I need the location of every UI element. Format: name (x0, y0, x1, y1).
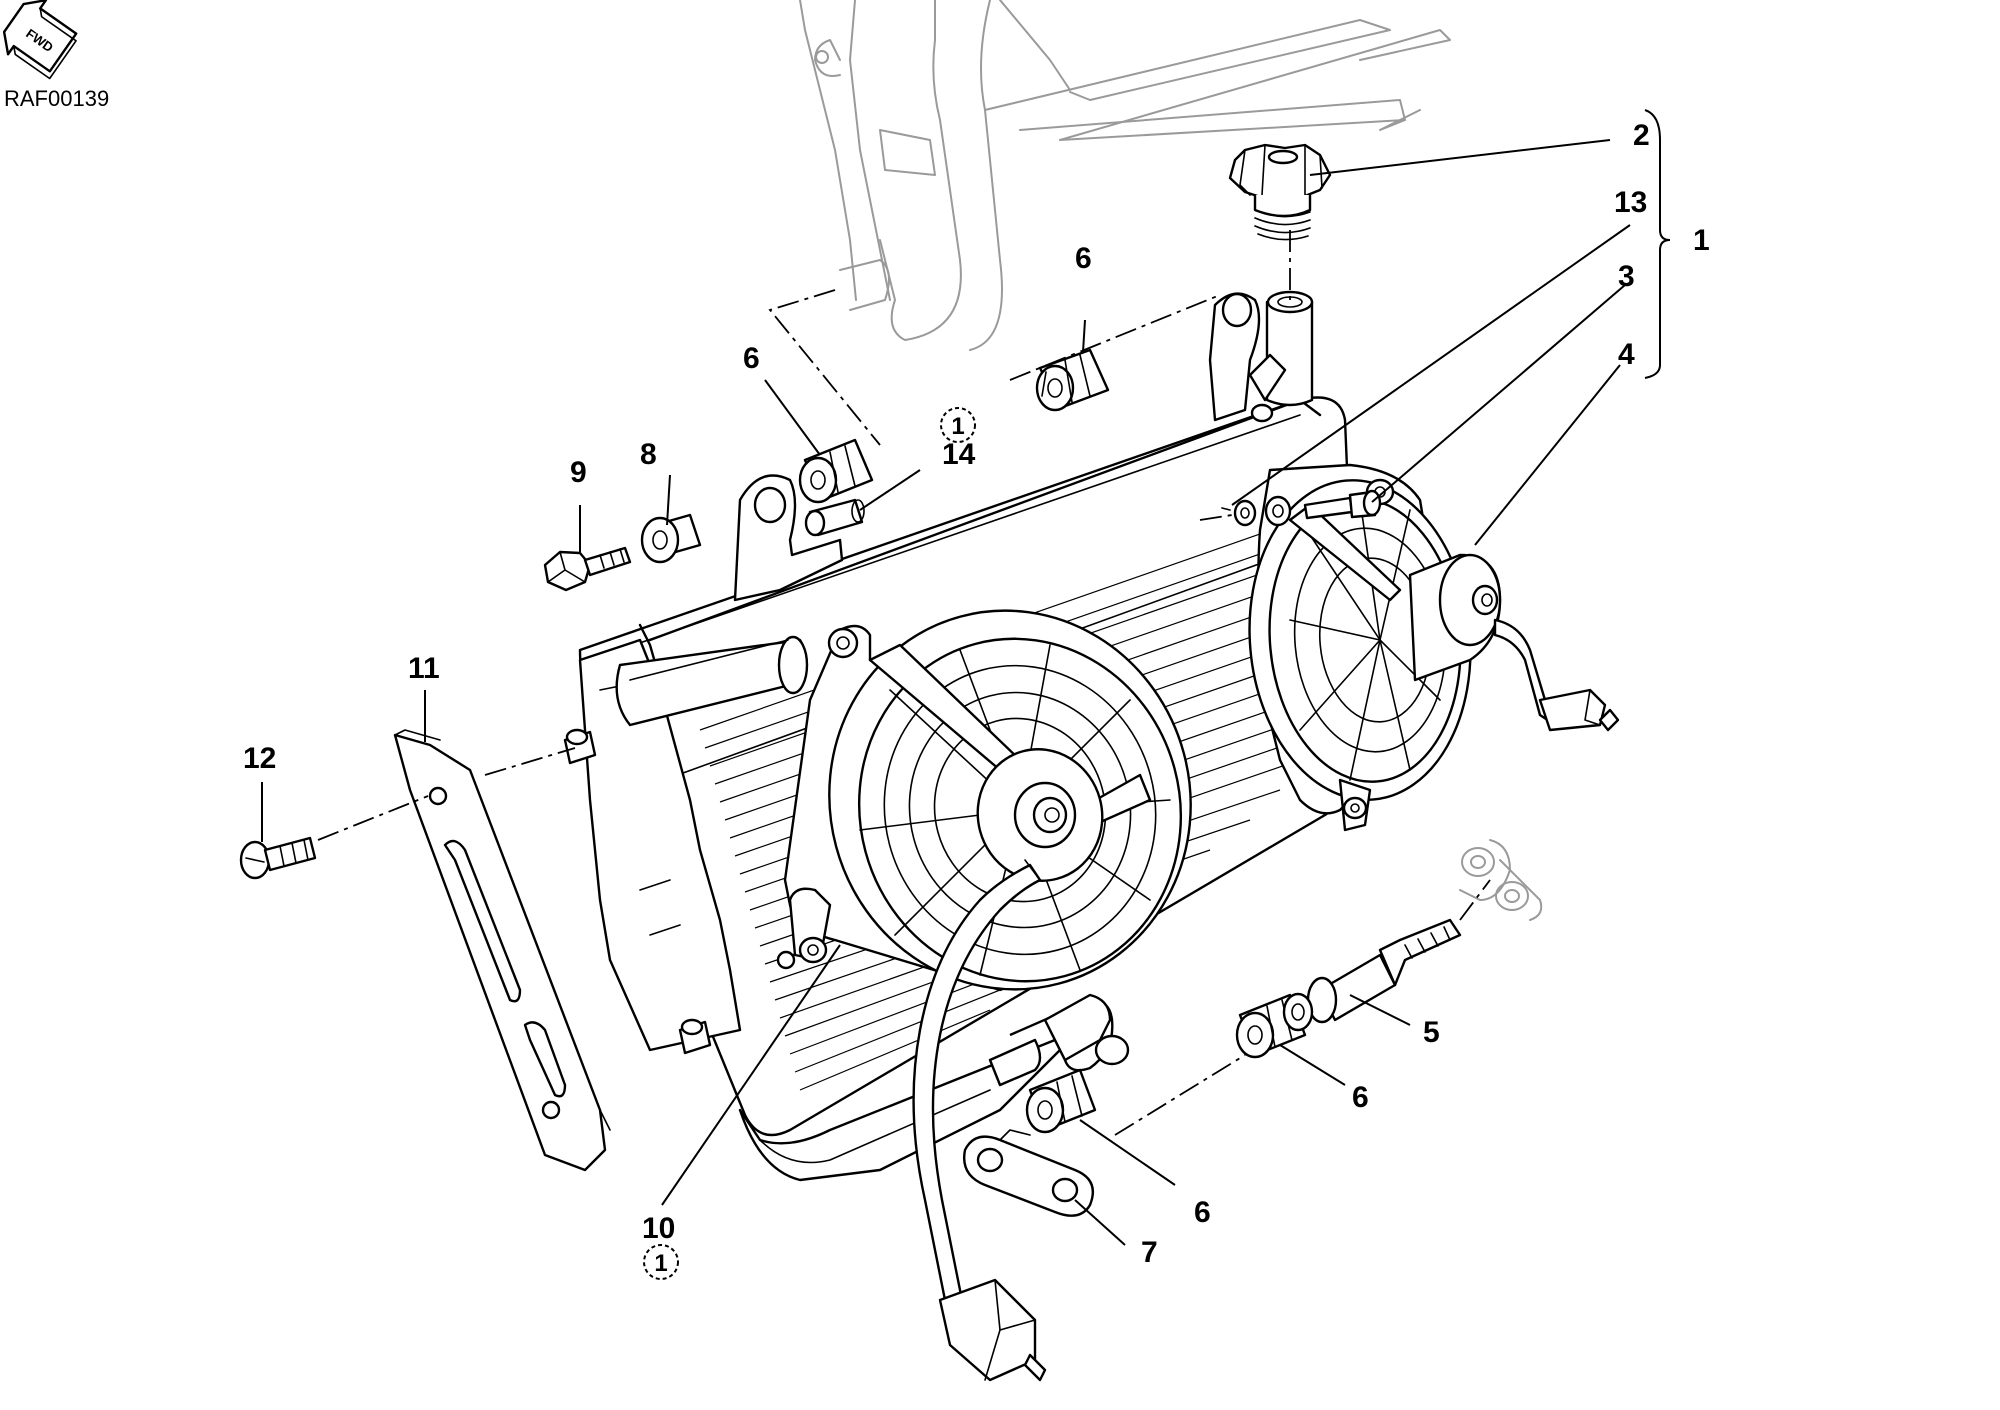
assembly-lines (317, 230, 1491, 1136)
radiator-cap (1228, 143, 1332, 241)
callout-7: 7 (1141, 1236, 1158, 1269)
callout-14: 14 (942, 438, 976, 471)
washer-item-8 (640, 513, 702, 564)
spacer-pin (1282, 918, 1462, 1032)
callout-4: 4 (1618, 338, 1635, 371)
note-marker-label: 1 (654, 1250, 667, 1277)
callout-13: 13 (1614, 186, 1647, 219)
left-cooling-fan (776, 609, 1192, 1302)
callout-2: 2 (1633, 119, 1650, 152)
inlet-hose (615, 635, 809, 727)
callout-12: 12 (243, 742, 276, 775)
fwd-arrow-icon: FWD (2, 0, 78, 80)
callout-6-left: 6 (743, 342, 760, 375)
dashed-circle-note-icon (940, 407, 976, 443)
callout-1: 1 (1693, 224, 1710, 257)
left-mount-bracket (733, 474, 844, 602)
callout-9: 9 (570, 456, 587, 489)
callout-5: 5 (1423, 1016, 1440, 1049)
drawing-code: RAF00139 (4, 86, 109, 111)
note-marker-label: 1 (951, 413, 964, 440)
shroud-plate (393, 729, 611, 1172)
washer-item-13 (1221, 499, 1257, 527)
callout-numbers: 2 1 13 3 4 6 6 8 9 14 11 12 10 5 6 6 7 (243, 119, 1710, 1269)
grommet-top (1035, 348, 1110, 412)
lower-mount-bracket (1043, 993, 1112, 1062)
callout-3: 3 (1618, 260, 1635, 293)
side-stud-lower (678, 1018, 712, 1055)
grommet-bottom (1025, 1068, 1097, 1134)
bolt-item-9 (543, 546, 632, 592)
fan-connector (938, 1278, 1047, 1382)
right-cooling-fan (1248, 463, 1620, 832)
screw-item-3 (1264, 489, 1382, 527)
callout-8: 8 (640, 438, 657, 471)
callout-10: 10 (642, 1212, 675, 1245)
right-mount-bracket (1208, 292, 1261, 422)
callout-6-bottom: 6 (1194, 1196, 1211, 1229)
sleeve-item-14 (804, 498, 865, 537)
side-stud-upper (563, 728, 597, 765)
callout-11: 11 (408, 652, 440, 685)
grommet-left (798, 438, 874, 504)
screw-item-12 (239, 836, 317, 880)
frame-outline (799, 0, 1543, 921)
dashed-circle-note-icon (643, 1244, 679, 1280)
note-marker-under-10: 1 (643, 1244, 679, 1280)
grommet-right (1235, 993, 1307, 1059)
overflow-spigot (1248, 353, 1287, 423)
callout-leaders (261, 109, 1671, 1246)
link-plate (963, 1129, 1095, 1217)
callout-6-right: 6 (1352, 1081, 1369, 1114)
callout-6-top: 6 (1075, 242, 1092, 275)
note-marker-near-14: 1 (940, 407, 976, 443)
